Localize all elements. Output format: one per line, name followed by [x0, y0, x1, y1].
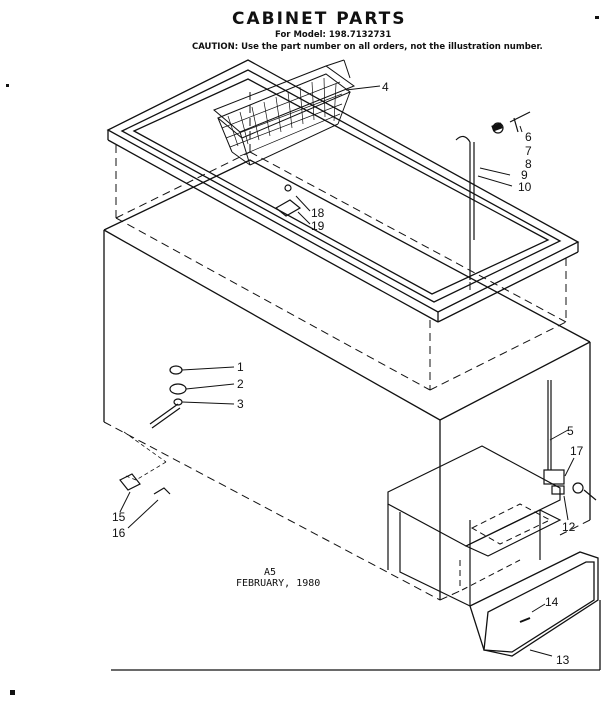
access-panel [469, 551, 599, 657]
callout-label: 16 [112, 526, 126, 540]
callout-label: 9 [521, 168, 528, 182]
callout-label: 1 [237, 360, 244, 374]
callout-label: 14 [545, 595, 559, 609]
callout-label: 15 [112, 510, 126, 524]
callout-label: 10 [518, 180, 532, 194]
lid-frame-inner-2 [132, 78, 550, 295]
caution-note: CAUTION: Use the part number on all orde… [192, 42, 543, 52]
callout-label: 7 [525, 144, 532, 158]
callout-label: 13 [556, 653, 570, 667]
cabinet-top-edge [103, 159, 591, 343]
callout-label: 5 [567, 424, 574, 438]
callout-label: 2 [237, 377, 244, 391]
callout-label: 19 [311, 219, 325, 233]
footer-date: FEBRUARY, 1980 [236, 578, 321, 589]
callout-label: 12 [562, 520, 576, 534]
page-title: CABINET PARTS [232, 9, 407, 29]
lid-frame-outer [106, 59, 580, 313]
footer-code: A5 [264, 567, 277, 578]
model-line: For Model: 198.7132731 [275, 30, 392, 40]
compressor-housing [387, 445, 561, 547]
callout-label: 8 [525, 157, 532, 171]
callout-label: 3 [237, 397, 244, 411]
callout-label: 4 [382, 80, 389, 94]
basket [213, 59, 356, 166]
lid-frame-inner [120, 69, 562, 303]
callout-label: 18 [311, 206, 325, 220]
callout-label: 17 [570, 444, 584, 458]
callout-label: 6 [525, 130, 532, 144]
